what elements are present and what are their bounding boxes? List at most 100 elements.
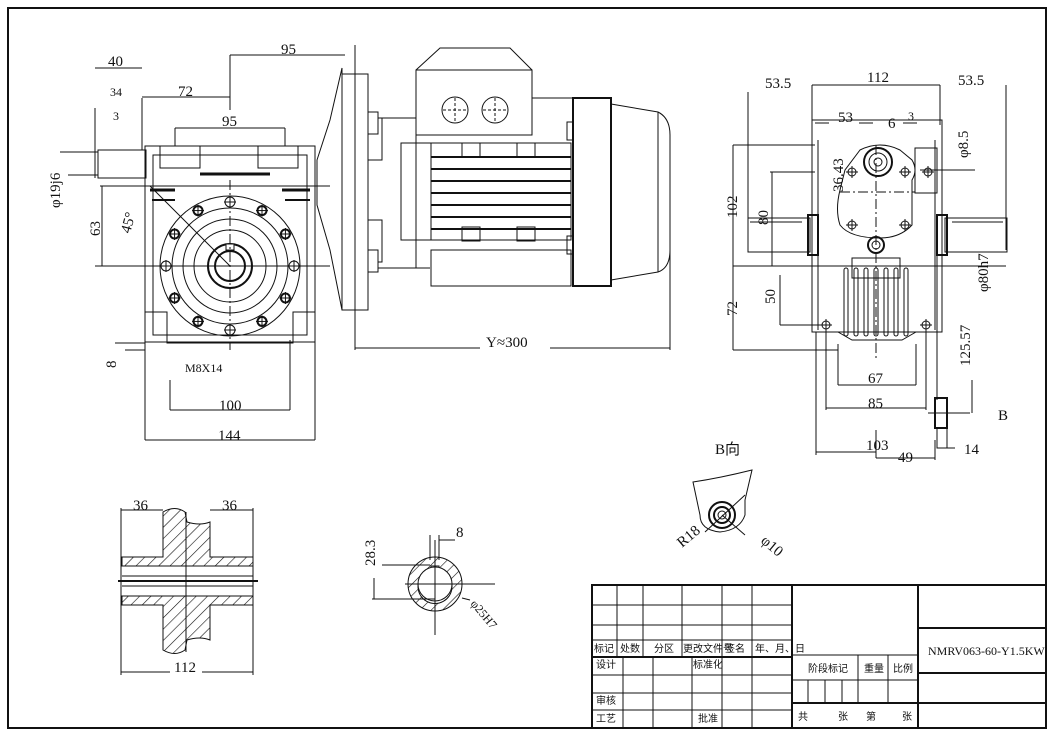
- bolt-hole: [256, 204, 268, 217]
- motor-view: Y≈300: [316, 45, 671, 352]
- revision-grid: [592, 585, 792, 728]
- dim-85: 85: [868, 396, 883, 412]
- dim-95-top: 95: [281, 42, 296, 58]
- bolt-hole: [168, 228, 181, 240]
- dim-53-5-left: 53.5: [765, 76, 791, 92]
- input-shaft: [60, 98, 147, 179]
- tb-process: 工艺: [596, 713, 616, 725]
- tb-rev-h0: 标记: [594, 643, 614, 655]
- shaft-section-left: 36: [133, 498, 149, 514]
- bore-key-depth: 28.3: [363, 540, 379, 566]
- dim-125-57: 125.57: [958, 324, 974, 366]
- fin: [843, 267, 849, 337]
- dim-53: 53: [838, 110, 853, 126]
- bolt-hole: [256, 315, 268, 328]
- mounting-hole: [899, 219, 911, 231]
- tb-design: 设计: [596, 658, 616, 671]
- bolt-hole: [279, 228, 292, 240]
- b-view-label: B向: [715, 441, 740, 458]
- dim-80: 80: [756, 210, 772, 225]
- dim-3: 3: [113, 109, 119, 123]
- tb-rev-h3: 更改文件号: [683, 642, 733, 655]
- tb-sheets: 张: [838, 711, 848, 723]
- tb-rev-h2: 分区: [654, 643, 674, 655]
- dim-103: 103: [866, 438, 889, 454]
- dim-8: 8: [104, 361, 120, 369]
- mounting-holes: [820, 166, 934, 331]
- dim-40: 40: [108, 54, 123, 70]
- dim-6: 6: [888, 116, 896, 132]
- fin: [903, 267, 909, 337]
- bore-section: 8 28.3 φ25H7: [363, 525, 500, 635]
- dim-shaft-dia: φ19j6: [48, 172, 64, 208]
- tb-stage-mark: 阶段标记: [808, 662, 848, 675]
- mounting-hole: [846, 219, 858, 231]
- motor-adapter-flange: [316, 45, 430, 350]
- motor-body: [400, 135, 572, 287]
- dim-49: 49: [898, 450, 913, 466]
- tb-scale: 比例: [893, 662, 913, 675]
- bolt-hole: [168, 292, 181, 304]
- fin: [853, 267, 859, 337]
- tb-rev-h4: 签名: [725, 642, 745, 655]
- fan-cover: [566, 97, 671, 287]
- b-view-radius: R18: [674, 523, 703, 551]
- output-flange: [95, 180, 330, 350]
- dim-63: 63: [88, 221, 104, 236]
- bolt-hole: [192, 204, 204, 217]
- bore-key-width: 8: [456, 525, 464, 541]
- dim-144: 144: [218, 428, 241, 444]
- output-shaft-section: 36 36 112: [118, 498, 258, 676]
- tb-approve: 批准: [698, 712, 718, 725]
- front-view: 40 34 3 72 95 95 φ19j6 63 45° 8 M8X14 10…: [48, 42, 340, 444]
- motor-length-dim: Y≈300: [486, 335, 528, 351]
- shaft-section-right: 36: [222, 498, 238, 514]
- dim-100: 100: [219, 398, 242, 414]
- cooling-fins: [431, 156, 571, 230]
- dim-72: 72: [178, 84, 193, 100]
- section-marker-b: B: [998, 408, 1008, 424]
- fin: [893, 267, 899, 337]
- dim-50: 50: [763, 289, 779, 304]
- gearbox-body: [144, 145, 316, 344]
- dim-36-43: 36.43: [831, 158, 847, 192]
- thread-label: M8X14: [185, 361, 222, 375]
- dim-53-5-right: 53.5: [958, 73, 984, 89]
- bore-diameter: φ25H7: [468, 597, 500, 632]
- drawing-title: NMRV063-60-Y1.5KW: [928, 644, 1045, 658]
- dim-72: 72: [725, 301, 741, 316]
- b-view-hole-dia: φ10: [757, 533, 785, 560]
- dim-flange-dia: φ80h7: [976, 253, 992, 292]
- shaft-section-total: 112: [174, 660, 196, 676]
- tb-total: 共: [798, 711, 808, 723]
- dim-34: 34: [110, 85, 122, 99]
- mounting-hole: [922, 166, 934, 178]
- tb-review: 审核: [596, 694, 616, 707]
- side-view: 53.5 112 53.5 53 6 3 φ8.5 36.43 102 80 φ…: [725, 70, 1008, 466]
- dim-102: 102: [725, 196, 741, 219]
- dim-angle-45: 45°: [118, 211, 139, 235]
- fin: [883, 267, 889, 337]
- bolt-hole: [192, 315, 204, 328]
- fin: [863, 267, 869, 337]
- tb-weight: 重量: [864, 662, 884, 675]
- dim-hole-dia: φ8.5: [956, 131, 972, 158]
- b-view-detail: B向 R18 φ10: [674, 441, 786, 560]
- mounting-hole: [846, 166, 858, 178]
- tb-rev-h5: 年、月、日: [755, 642, 805, 655]
- tb-rev-h1: 处数: [620, 642, 640, 655]
- dim-3: 3: [908, 109, 914, 123]
- bolt-hole: [279, 292, 292, 304]
- terminal-box: [415, 47, 573, 136]
- tb-sheets2: 张: [902, 711, 912, 723]
- dim-67: 67: [868, 371, 884, 387]
- dim-112: 112: [867, 70, 889, 86]
- tb-standardize: 标准化: [693, 658, 723, 671]
- mounting-hole: [899, 166, 911, 178]
- title-block: 标记 处数 分区 更改文件号 签名 年、月、日 设计 标准化 审核 工艺 批准 …: [591, 584, 1047, 729]
- dim-14: 14: [964, 442, 980, 458]
- tb-sheet-no: 第: [866, 710, 876, 723]
- sheet-border: [7, 7, 1047, 729]
